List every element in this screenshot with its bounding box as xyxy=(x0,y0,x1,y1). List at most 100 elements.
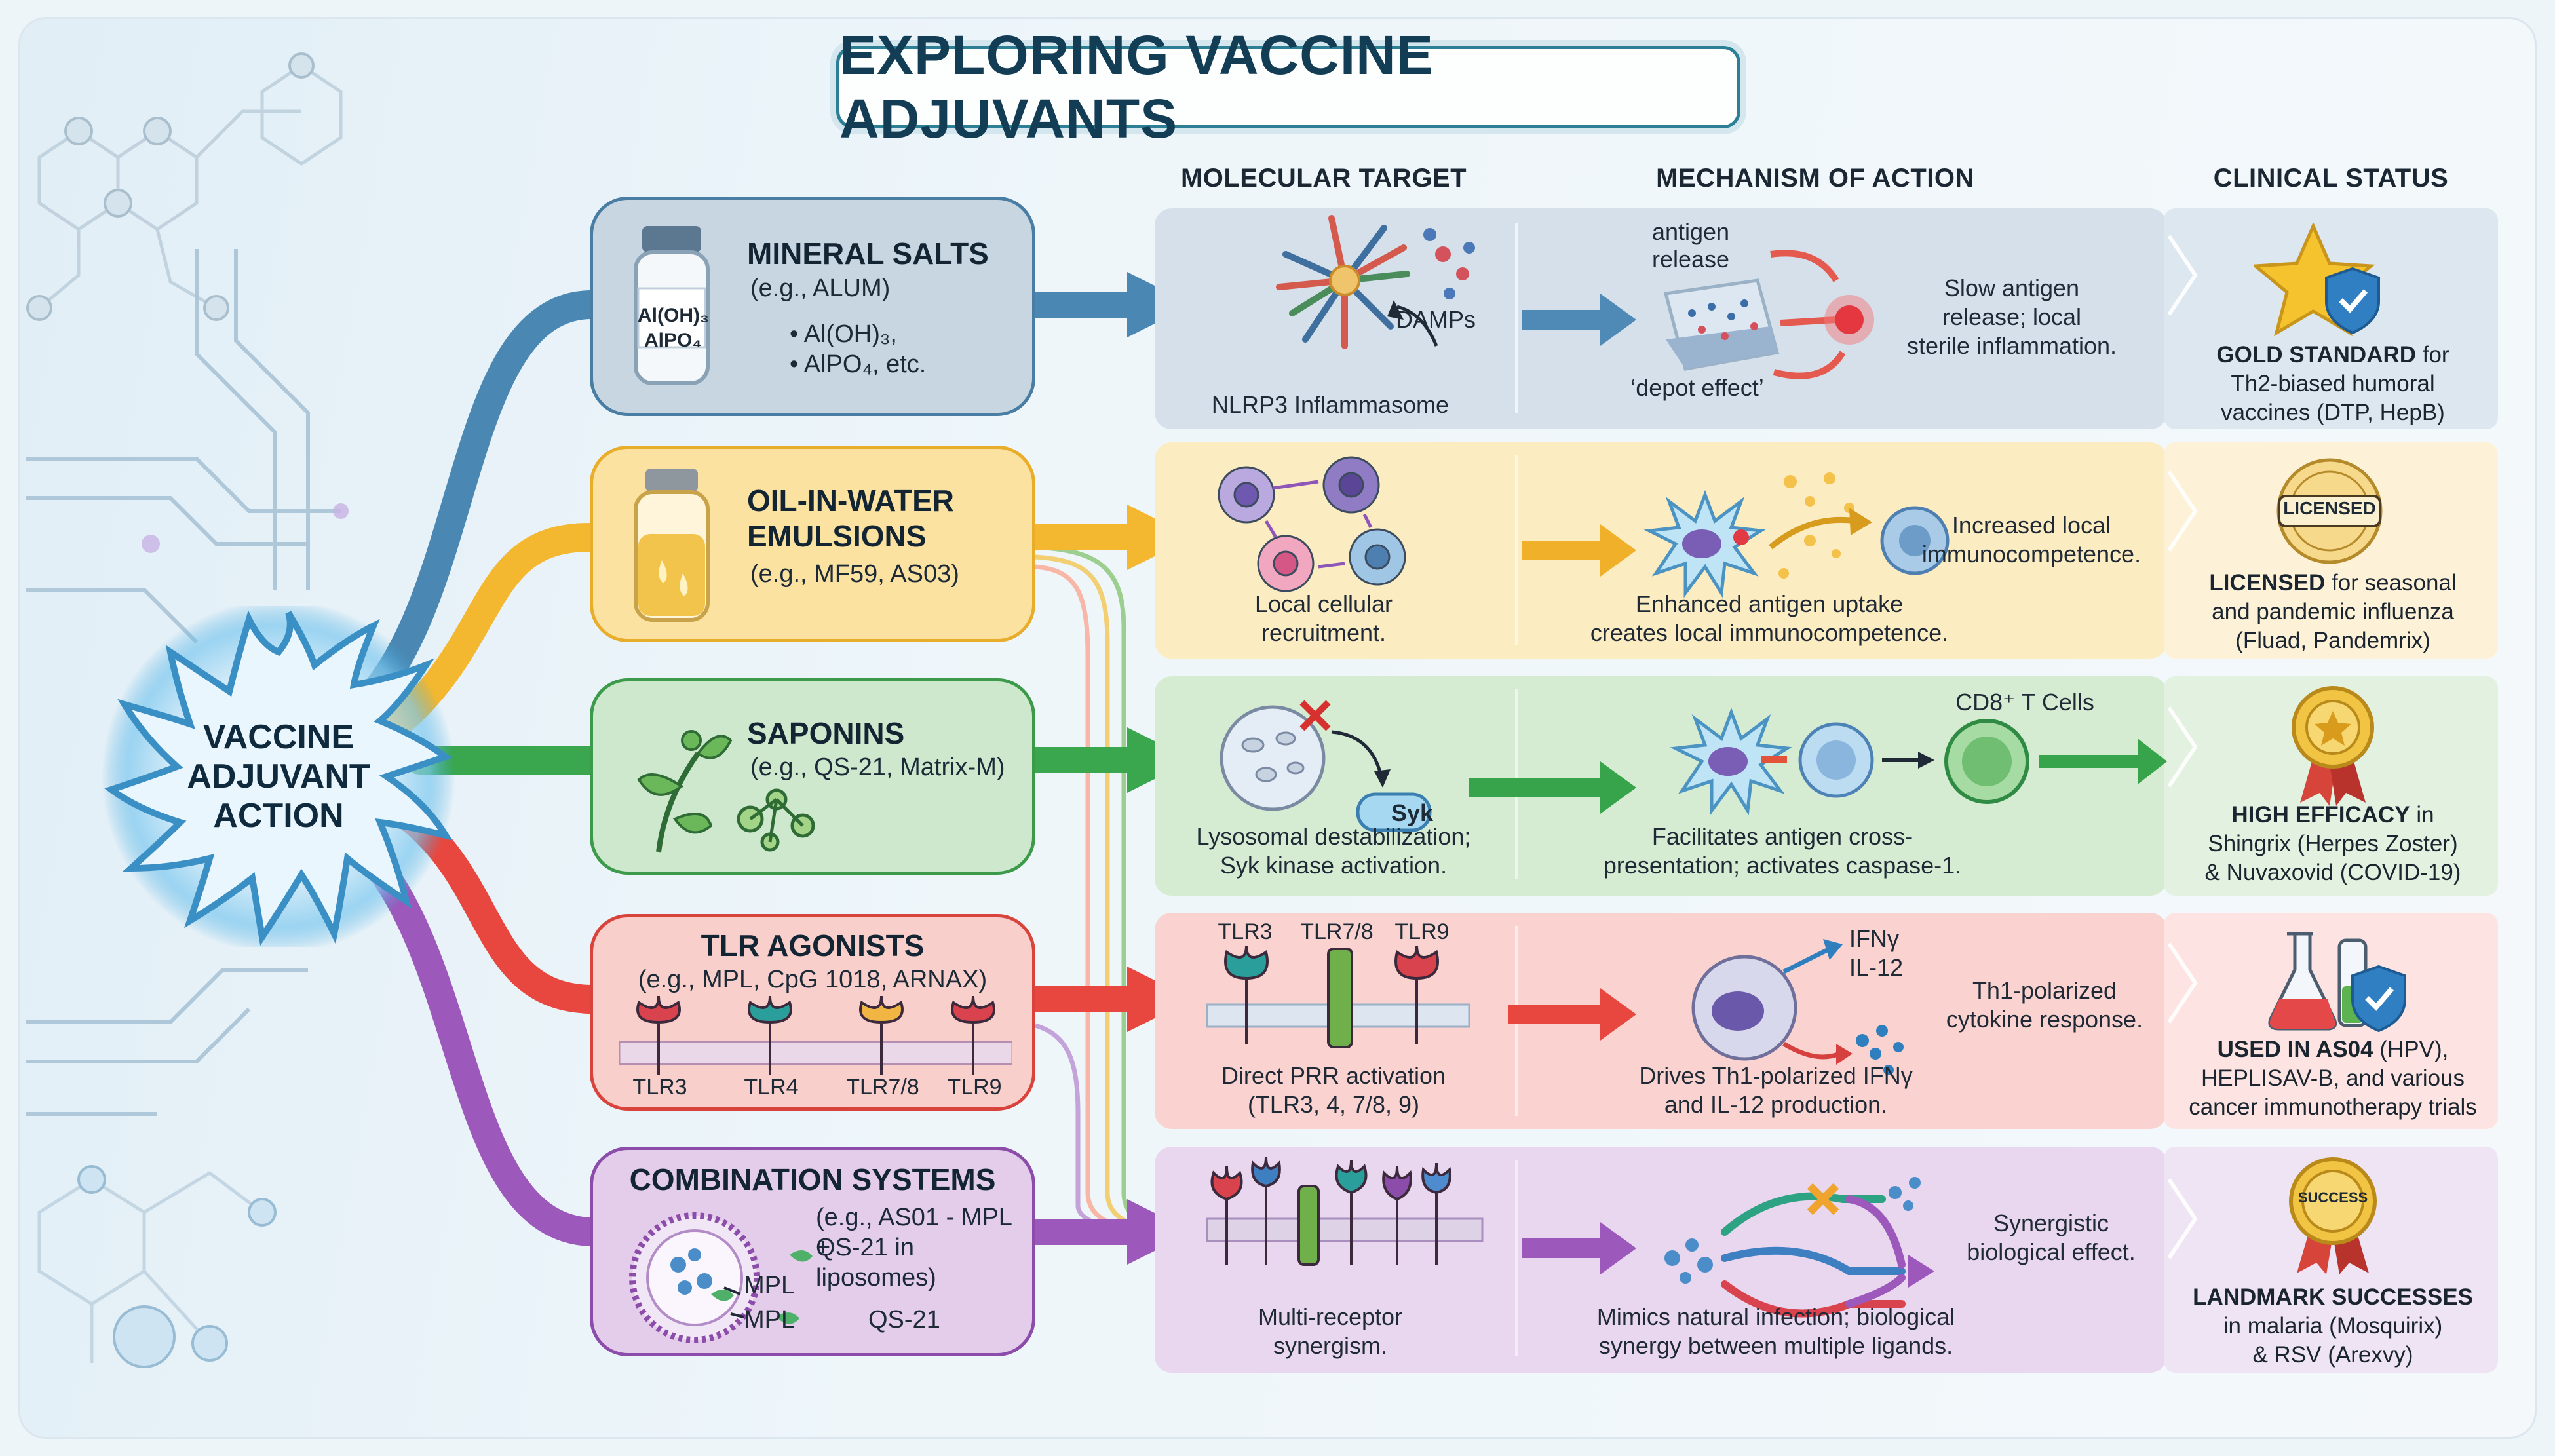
status-rest: in xyxy=(2410,802,2434,828)
combo-target-caption-1: Multi-receptor xyxy=(1258,1303,1403,1330)
status-line-1: in malaria (Mosquirix) xyxy=(2223,1313,2443,1339)
tlr-target-caption-2: (TLR3, 4, 7/8, 9) xyxy=(1247,1091,1420,1118)
status-combination: LANDMARK SUCCESSES in malaria (Mosquirix… xyxy=(2169,1283,2497,1370)
tlr-target-caption-1: Direct PRR activation xyxy=(1221,1062,1446,1089)
tlr-illustrations xyxy=(1206,939,1904,1075)
medal-icon xyxy=(2292,686,2374,806)
category-subtitle: (e.g., ALUM) xyxy=(750,275,891,302)
combo-mech-caption-2: synergy between multiple ligands. xyxy=(1598,1332,1953,1359)
status-line-2: (Fluad, Pandemrix) xyxy=(2235,628,2430,653)
bottle-label-2: AlPO₄ xyxy=(644,330,702,351)
category-subtitle: (e.g., MPL, CpG 1018, ARNAX) xyxy=(638,966,988,993)
status-bold: USED IN AS04 xyxy=(2217,1037,2373,1062)
bottle-label-1: Al(OH)₃ xyxy=(638,305,709,326)
liposome-icon xyxy=(629,1212,813,1343)
status-rest: for seasonal xyxy=(2325,570,2457,596)
success-badge-text: SUCCESS xyxy=(2297,1189,2368,1206)
syk-label: Syk xyxy=(1391,799,1434,826)
tlr-mech-caption-2: and IL-12 production. xyxy=(1664,1091,1888,1118)
plant-icon xyxy=(637,730,815,853)
category-title-2: EMULSIONS xyxy=(747,519,927,553)
combo-mech-side-1: Synergistic xyxy=(1993,1210,2109,1236)
category-title-1: OIL-IN-WATER xyxy=(747,484,954,518)
tlr78-label: TLR7/8 xyxy=(846,1075,919,1100)
status-oil: LICENSED for seasonal and pandemic influ… xyxy=(2169,569,2497,655)
damps-label: DAMPs xyxy=(1396,306,1476,333)
combo-mech-caption-1: Mimics natural infection; biological xyxy=(1596,1303,1955,1330)
category-bullet-1: • Al(OH)₃, xyxy=(790,320,897,348)
category-subtitle: (e.g., QS-21, Matrix-M) xyxy=(750,754,1005,781)
saponin-mech-caption-1: Facilitates antigen cross- xyxy=(1651,823,1913,850)
status-bold: HIGH EFFICACY xyxy=(2231,802,2410,828)
oil-target-caption-2: recruitment. xyxy=(1261,619,1387,646)
status-line-2: cancer immunotherapy trials xyxy=(2189,1094,2477,1120)
target-tlr9-label: TLR9 xyxy=(1394,919,1450,944)
status-tlr: USED IN AS04 (HPV), HEPLISAV-B, and vari… xyxy=(2169,1035,2497,1122)
combination-illustrations xyxy=(1206,1156,1934,1318)
emulsion-bottle-icon xyxy=(634,469,710,622)
depot-effect-label: ‘depot effect’ xyxy=(1630,374,1764,401)
nlrp3-label: NLRP3 Inflammasome xyxy=(1211,391,1450,418)
hub-line-1: VACCINE xyxy=(202,718,355,756)
status-bold: LICENSED xyxy=(2209,570,2326,596)
lab-flask-shield-icon xyxy=(2268,932,2406,1032)
status-rest: for xyxy=(2416,342,2449,368)
oil-mech-side-1: Increased local xyxy=(1951,512,2111,539)
tlr-mech-side-2: cytokine response. xyxy=(1946,1006,2143,1033)
panel-divider xyxy=(1515,223,1518,413)
status-mineral: GOLD STANDARD for Th2-biased humoral vac… xyxy=(2169,341,2497,427)
category-bullet-2: • AlPO₄, etc. xyxy=(790,351,927,378)
oil-mech-caption-2: creates local immunocompetence. xyxy=(1590,619,1949,646)
hub-line-2: ADJUVANT xyxy=(187,757,370,795)
category-title: COMBINATION SYSTEMS xyxy=(629,1162,996,1197)
title-box: EXPLORING VACCINE ADJUVANTS xyxy=(836,24,1740,149)
panel-divider xyxy=(1515,455,1518,645)
mineral-mech-caption-1: Slow antigen xyxy=(1944,275,2080,301)
panel-mineral-salts xyxy=(1155,208,2167,429)
status-line-1: Shingrix (Herpes Zoster) xyxy=(2208,831,2458,856)
antigen-label: antigen xyxy=(1651,218,1730,245)
release-label: release xyxy=(1651,246,1730,273)
status-saponins: HIGH EFFICACY in Shingrix (Herpes Zoster… xyxy=(2169,801,2497,887)
il12-label: IL-12 xyxy=(1849,954,1904,981)
hub-label: VACCINE ADJUVANT ACTION xyxy=(187,718,370,835)
category-title: TLR AGONISTS xyxy=(701,929,925,963)
saponin-target-caption-2: Syk kinase activation. xyxy=(1220,852,1448,879)
ifn-gamma-label: IFNγ xyxy=(1849,925,1899,952)
page-title: EXPLORING VACCINE ADJUVANTS xyxy=(839,24,1434,149)
vaccine-adjuvant-hub: VACCINE ADJUVANT ACTION xyxy=(98,606,459,947)
target-tlr78-label: TLR7/8 xyxy=(1300,919,1374,944)
mineral-illustrations xyxy=(1276,215,1874,379)
qs21-label: QS-21 xyxy=(868,1306,940,1333)
licensed-badge-text: LICENSED xyxy=(2283,498,2376,518)
category-subtitle-2: QS-21 in liposomes) xyxy=(816,1234,936,1292)
status-bold: LANDMARK SUCCESSES xyxy=(2193,1284,2473,1310)
status-rest: (HPV), xyxy=(2373,1037,2449,1062)
panel-oil-in-water xyxy=(1155,442,2167,659)
status-line-1: Th2-biased humoral xyxy=(2231,371,2435,396)
licensed-badge-icon xyxy=(2276,458,2383,564)
category-tlr-agonists: TLR AGONISTS (e.g., MPL, CpG 1018, ARNAX… xyxy=(590,914,1035,1111)
tlr-membrane-icon xyxy=(619,996,1012,1075)
saponin-target-caption-1: Lysosomal destabilization; xyxy=(1196,823,1471,850)
panel-divider xyxy=(1515,1160,1518,1356)
tlr-mech-side-1: Th1-polarized xyxy=(1972,977,2117,1004)
status-line-1: and pandemic influenza xyxy=(2212,599,2454,624)
panel-combination xyxy=(1155,1147,2167,1373)
status-line-2: & Nuvaxovid (COVID-19) xyxy=(2204,860,2461,885)
cd8-label: CD8⁺ T Cells xyxy=(1955,689,2094,716)
gold-star-icon xyxy=(2254,223,2380,337)
tlr9-label: TLR9 xyxy=(947,1075,1002,1100)
oil-illustrations xyxy=(1218,456,1950,598)
header-molecular-target: MOLECULAR TARGET xyxy=(1180,164,1467,193)
category-saponins: SAPONINS (e.g., QS-21, Matrix-M) xyxy=(590,678,1035,875)
combo-mech-side-2: biological effect. xyxy=(1967,1238,2136,1265)
category-mineral-salts: Al(OH)₃ AlPO₄ MINERAL SALTS (e.g., ALUM)… xyxy=(590,197,1035,416)
tlr3-label: TLR3 xyxy=(632,1075,687,1100)
mpl-label-1: MPL xyxy=(744,1272,796,1299)
oil-mech-side-2: immunocompetence. xyxy=(1921,541,2142,567)
saponin-illustrations xyxy=(1220,700,2167,832)
oil-mech-caption-1: Enhanced antigen uptake xyxy=(1635,590,1904,617)
tlr-mech-caption-1: Drives Th1-polarized IFNγ xyxy=(1639,1062,1913,1089)
mineral-mech-caption-2: release; local xyxy=(1942,303,2082,330)
